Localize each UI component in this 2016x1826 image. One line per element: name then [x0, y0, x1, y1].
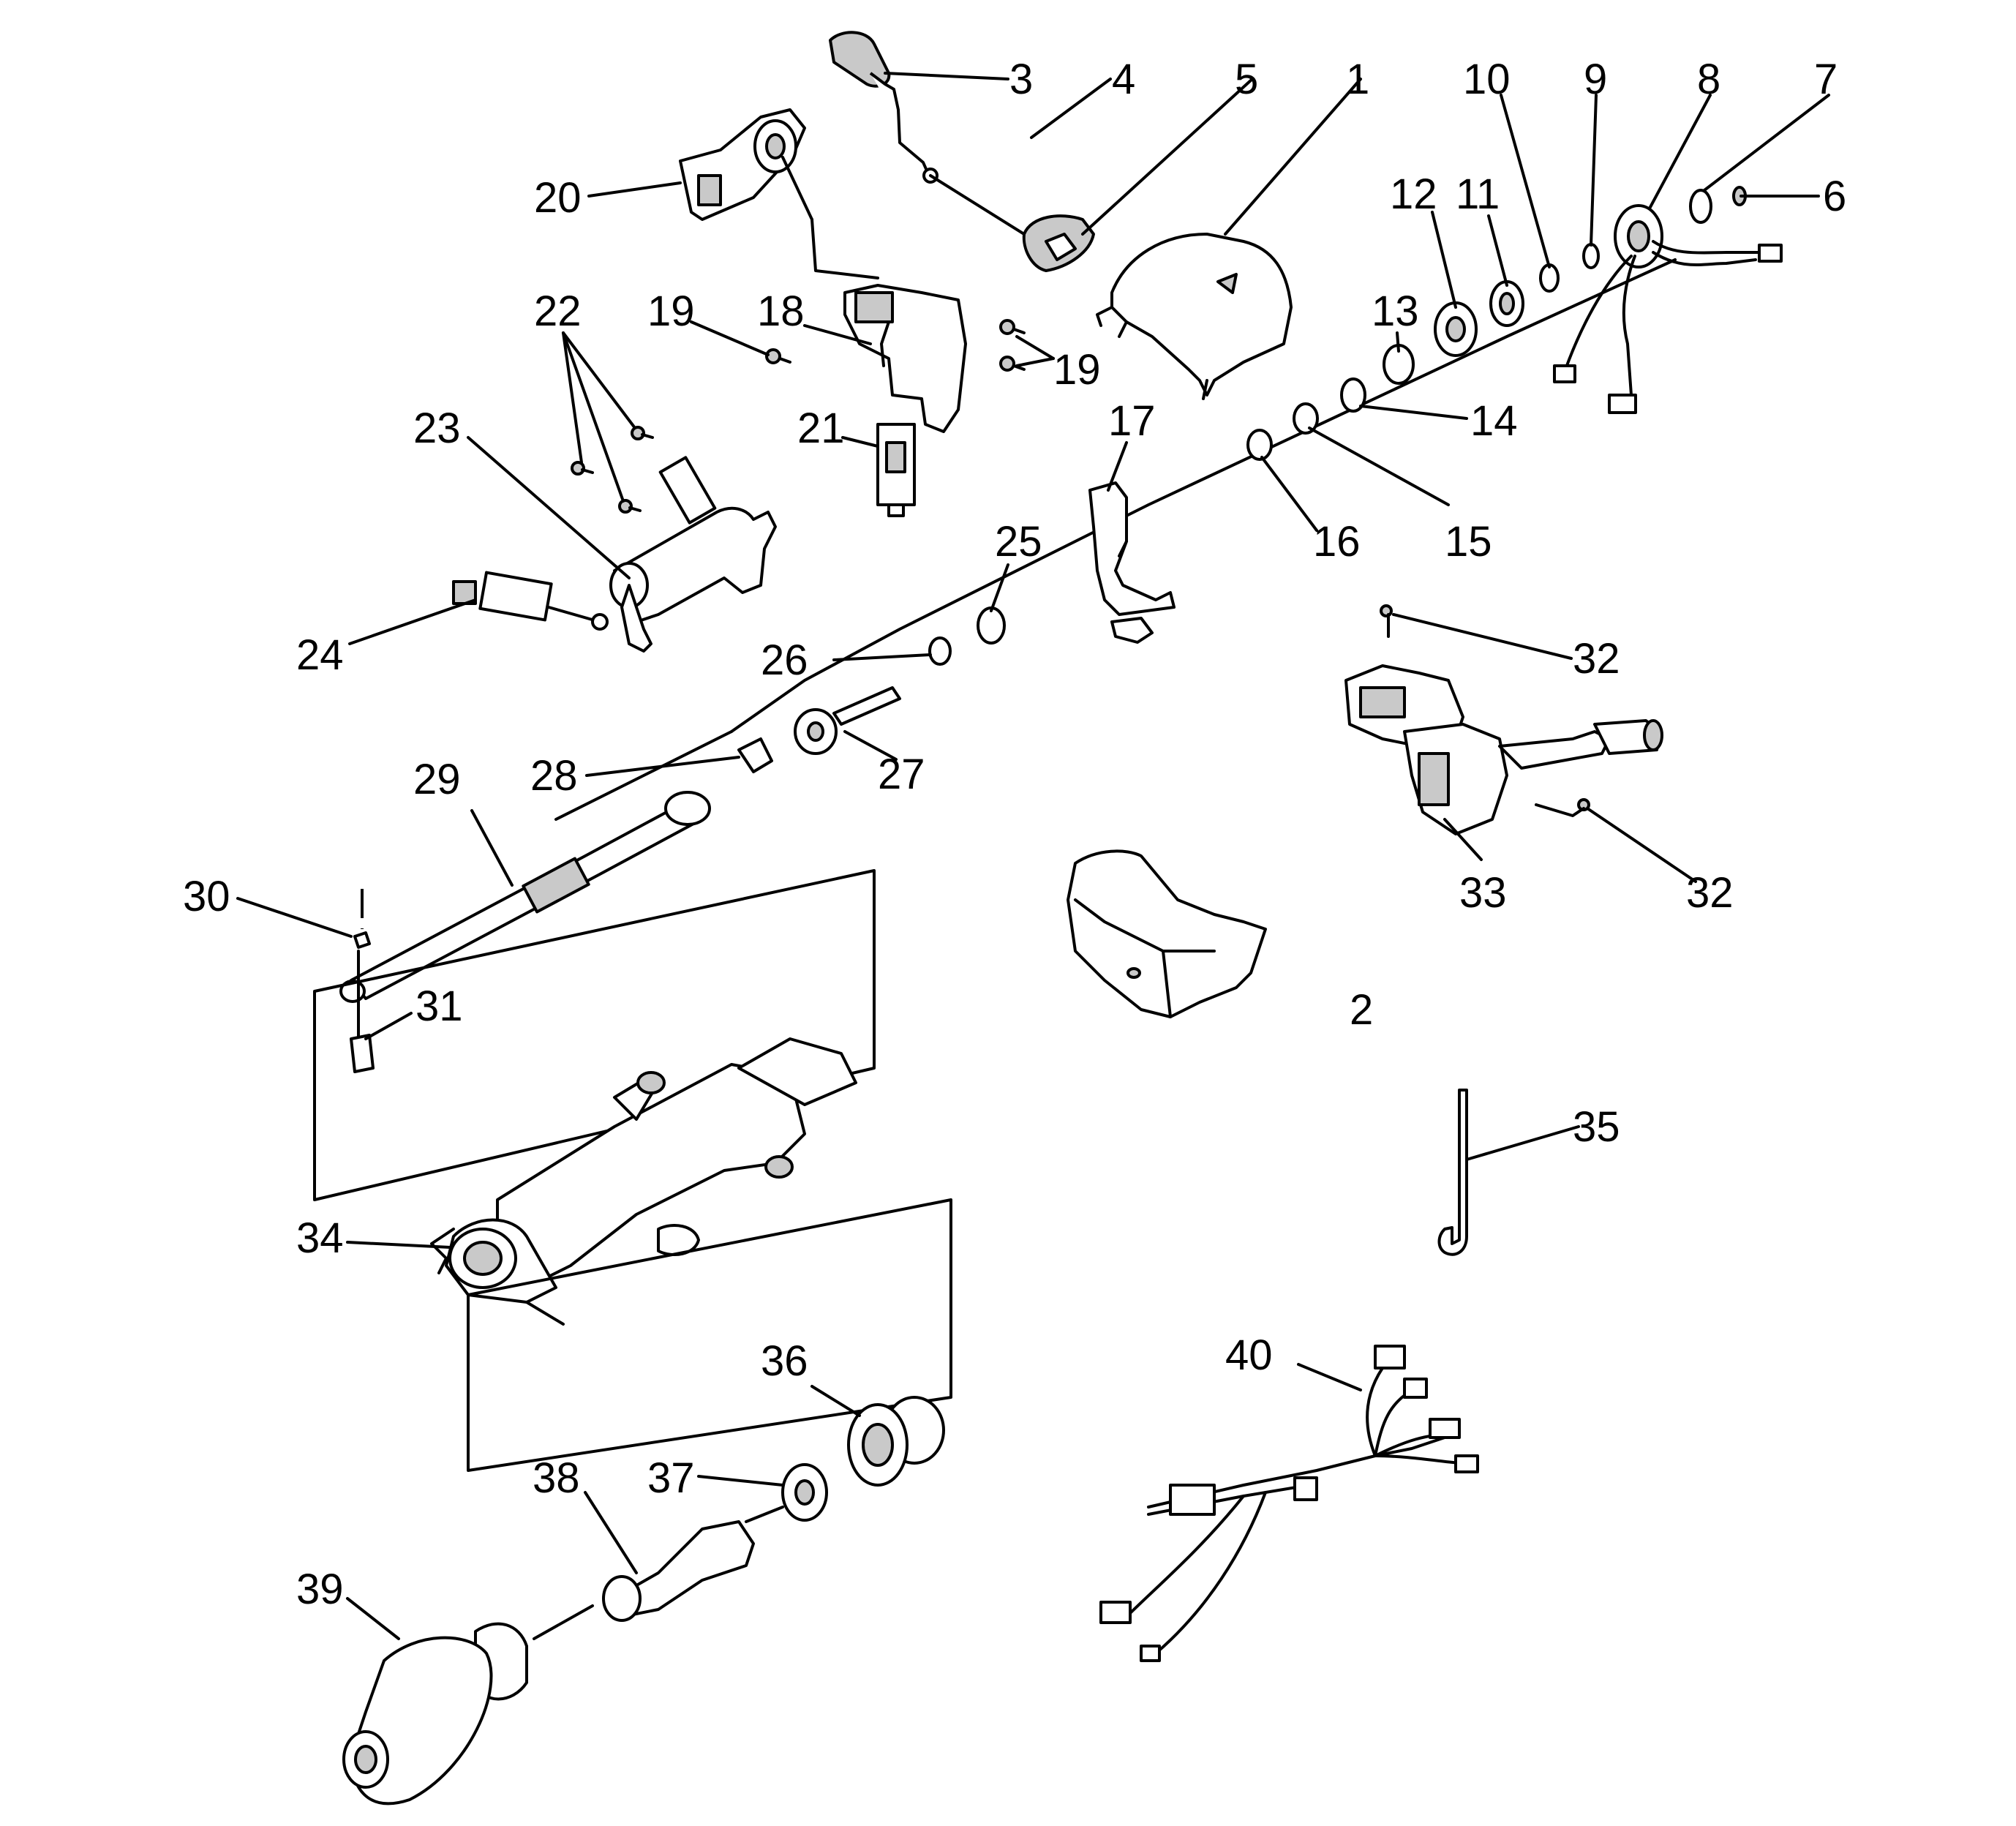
callout-39: 39 [296, 1566, 344, 1613]
callout-26: 26 [761, 636, 808, 684]
callout-27: 27 [878, 751, 925, 798]
callout-36: 36 [761, 1337, 808, 1385]
rod-part [1437, 1089, 1468, 1256]
callout-16: 16 [1313, 518, 1361, 566]
lower-column-assembly [342, 1198, 952, 1806]
callout-19a: 19 [647, 288, 695, 335]
callout-12: 12 [1390, 170, 1437, 218]
callout-20: 20 [534, 174, 582, 222]
callout-10: 10 [1463, 56, 1511, 103]
callout-23: 23 [413, 405, 461, 452]
lock-plate-part [679, 108, 813, 221]
callout-31: 31 [415, 982, 463, 1030]
tilt-lever-part [829, 31, 1026, 236]
callout-34: 34 [296, 1214, 344, 1262]
upper-shroud-part [1096, 233, 1293, 400]
tilt-lock-assembly [452, 426, 777, 653]
callout-1: 1 [1346, 56, 1369, 103]
callout-5: 5 [1235, 56, 1258, 103]
callout-25: 25 [995, 518, 1042, 566]
callout-11: 11 [1456, 170, 1500, 218]
callout-21: 21 [797, 405, 845, 452]
upper-bearing-stack [1246, 186, 1783, 461]
bolt-19-group [765, 319, 1026, 372]
callout-35: 35 [1573, 1103, 1620, 1151]
callout-2: 2 [1350, 986, 1373, 1034]
wiring-harness-part [1099, 1345, 1479, 1662]
callout-labels: 3 4 5 1 10 9 8 7 6 12 11 13 14 15 16 17 … [183, 56, 1846, 1613]
callout-33: 33 [1459, 869, 1507, 917]
callout-40: 40 [1225, 1331, 1273, 1379]
callout-15: 15 [1445, 518, 1492, 566]
callout-30: 30 [183, 873, 230, 920]
steering-shaft-part [339, 791, 711, 1073]
callout-18: 18 [757, 288, 805, 335]
callout-29: 29 [413, 756, 461, 803]
callout-17: 17 [1108, 397, 1156, 445]
callout-13: 13 [1372, 288, 1419, 335]
callout-3: 3 [1009, 56, 1033, 103]
callout-6: 6 [1823, 173, 1846, 220]
column-jacket-part [313, 869, 876, 1326]
callout-22: 22 [534, 288, 582, 335]
multifunction-switch-part [1344, 604, 1663, 835]
lever-boot-part [1022, 214, 1095, 272]
callout-4: 4 [1112, 56, 1135, 103]
callout-7: 7 [1814, 56, 1838, 103]
callout-19b: 19 [1053, 346, 1101, 394]
callout-8: 8 [1697, 56, 1720, 103]
switch-bracket-part [1088, 481, 1176, 644]
callout-32a: 32 [1573, 635, 1620, 683]
callout-28: 28 [530, 752, 578, 800]
callout-24: 24 [296, 631, 344, 679]
callout-37: 37 [647, 1454, 695, 1502]
callout-38: 38 [533, 1454, 580, 1502]
leader-lines [236, 72, 1830, 1640]
callout-32b: 32 [1686, 869, 1734, 917]
callout-14: 14 [1470, 397, 1518, 445]
shaft-small-parts [737, 606, 1006, 773]
callout-9: 9 [1584, 56, 1607, 103]
lower-shroud-part [1067, 849, 1267, 1018]
ignition-switch-part [810, 218, 967, 517]
